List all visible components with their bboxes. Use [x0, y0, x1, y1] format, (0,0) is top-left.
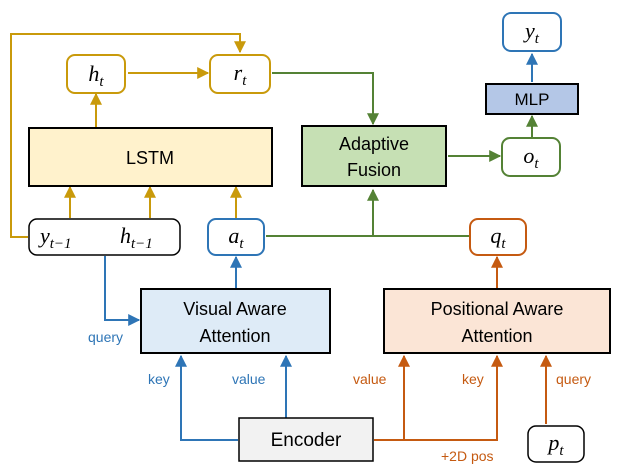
pos-2d-label: +2D pos: [441, 448, 494, 464]
value-positional-label: value: [353, 371, 387, 387]
svg-text:yt: yt: [523, 18, 540, 47]
lstm-label: LSTM: [126, 148, 174, 168]
positional-attention-label-line1: Positional Aware: [431, 299, 564, 319]
at-base: a: [228, 223, 239, 248]
svg-text:ht: ht: [88, 61, 104, 90]
adaptive-fusion-label-line2: Fusion: [347, 160, 401, 180]
ht-node: ht: [66, 54, 126, 94]
visual-attention-label-line2: Attention: [199, 326, 270, 346]
query-visual-label: query: [88, 329, 123, 345]
svg-text:yt−1: yt−1: [38, 223, 72, 252]
mlp-block: MLP: [485, 83, 579, 115]
lstm-block: LSTM: [28, 127, 273, 187]
encoder-label: Encoder: [271, 430, 342, 451]
ht-base: h: [88, 61, 99, 86]
hprev-base: h: [120, 223, 131, 248]
yt-base: y: [523, 18, 535, 43]
at-sub: t: [239, 236, 244, 252]
rt-node: rt: [209, 54, 271, 94]
yt-sub: t: [535, 31, 540, 47]
ot-base: o: [523, 143, 534, 168]
yprev-sub: t−1: [50, 236, 72, 252]
ot-sub: t: [534, 156, 539, 172]
at-node: at: [207, 218, 265, 256]
edge-encoder-to-positional: [374, 354, 503, 441]
edge-encoder-key-to-visual: [175, 354, 238, 441]
adaptive-fusion-block: Adaptive Fusion: [301, 125, 447, 187]
qt-node: qt: [469, 218, 527, 256]
yprev-base: y: [38, 223, 50, 248]
ht-sub: t: [99, 74, 104, 90]
query-positional-label: query: [556, 371, 591, 387]
key-positional-label: key: [462, 371, 484, 387]
positional-attention-label-line2: Attention: [461, 326, 532, 346]
svg-text:at: at: [228, 223, 244, 252]
ot-node: ot: [501, 137, 561, 177]
visual-aware-attention-block: Visual Aware Attention: [140, 288, 331, 354]
yt-node: yt: [502, 12, 562, 52]
svg-text:ht−1: ht−1: [120, 223, 153, 252]
edge-rt-to-fusion: [272, 72, 379, 126]
qt-sub: t: [501, 236, 506, 252]
svg-text:rt: rt: [234, 60, 248, 89]
rt-base: r: [234, 60, 243, 85]
pt-sub: t: [559, 443, 564, 459]
hprev-sub: t−1: [131, 236, 153, 252]
encoder-block: Encoder: [238, 417, 374, 462]
edge-query-to-visual: [104, 256, 141, 326]
adaptive-fusion-label-line1: Adaptive: [339, 134, 409, 154]
mlp-label: MLP: [515, 90, 550, 109]
svg-text:pt: pt: [546, 430, 564, 459]
svg-text:qt: qt: [490, 223, 506, 252]
edge-yprev-loop-to-rt: [10, 33, 246, 238]
key-visual-label: key: [148, 371, 170, 387]
yprev-hprev-node: yt−1 ht−1: [28, 218, 181, 256]
edges: [10, 33, 552, 441]
svg-text:ot: ot: [523, 143, 539, 172]
visual-attention-label-line1: Visual Aware: [183, 299, 286, 319]
qt-base: q: [490, 223, 501, 248]
pt-node: pt: [527, 425, 585, 463]
pt-base: p: [546, 430, 559, 455]
positional-aware-attention-block: Positional Aware Attention: [383, 288, 611, 354]
value-visual-label: value: [232, 371, 266, 387]
rt-sub: t: [242, 73, 247, 89]
